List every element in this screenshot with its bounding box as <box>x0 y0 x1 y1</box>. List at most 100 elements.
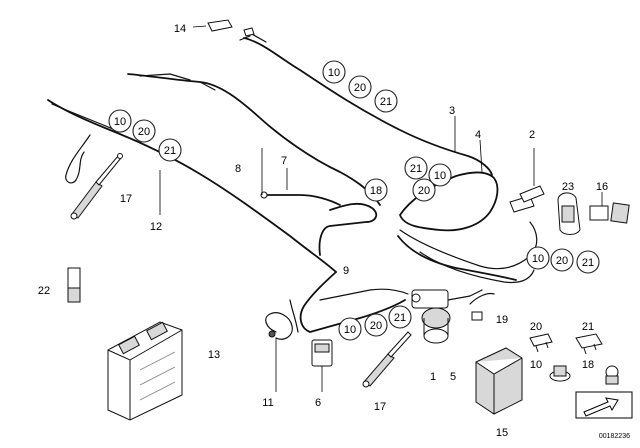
harness-upper-long <box>127 73 381 206</box>
part-number-p19: 19 <box>496 314 508 326</box>
circled-number-text: 10 <box>328 67 340 79</box>
part-number-p16: 16 <box>596 181 608 193</box>
clip-part-20 <box>529 333 553 353</box>
part-number-p3: 3 <box>449 105 455 117</box>
circled-number-text: 18 <box>370 185 382 197</box>
circled-number-c21b: 21 <box>374 89 398 113</box>
grommet-part-10 <box>549 365 571 382</box>
harness-upper-branch <box>139 73 216 91</box>
clip-part-21 <box>575 333 603 355</box>
cover-part-15 <box>475 347 523 415</box>
circled-number-c20c: 20 <box>412 178 436 202</box>
direction-arrow-icon <box>575 391 633 419</box>
circled-number-c20a: 20 <box>132 119 156 143</box>
part-number-p12: 12 <box>150 221 162 233</box>
circled-number-text: 20 <box>556 255 568 267</box>
circled-number-text: 21 <box>582 257 594 269</box>
circled-number-c20e: 20 <box>364 313 388 337</box>
circled-number-c21c: 21 <box>404 156 428 180</box>
part-number-p13: 13 <box>208 349 220 361</box>
circled-number-text: 10 <box>434 170 446 182</box>
reference-circle <box>526 246 550 270</box>
harness-lower-loop <box>397 235 517 281</box>
switch-part-16 <box>589 192 630 224</box>
control-unit-part-13 <box>107 321 183 421</box>
part-number-p4: 4 <box>475 129 481 141</box>
circled-number-c18: 18 <box>364 178 388 202</box>
circled-number-text: 20 <box>370 320 382 332</box>
circled-number-c20b: 20 <box>348 75 372 99</box>
part-number-p6: 6 <box>315 397 321 409</box>
reference-circle <box>428 163 452 187</box>
part-number-p21b: 21 <box>582 321 594 333</box>
circled-number-text: 21 <box>380 96 392 108</box>
harness-line-3 <box>243 37 493 176</box>
reference-circle <box>322 60 346 84</box>
reference-code: 00182236 <box>599 433 630 440</box>
circled-number-text: 10 <box>532 253 544 265</box>
circled-number-text: 21 <box>394 312 406 324</box>
pump-part-1 <box>411 289 483 344</box>
part-number-p22: 22 <box>38 285 50 297</box>
part-number-p5: 5 <box>450 371 456 383</box>
leader-4 <box>479 139 483 173</box>
part-number-p17b: 17 <box>374 401 386 413</box>
circled-number-text: 10 <box>114 116 126 128</box>
reference-circle <box>108 109 132 133</box>
sensor-part-19 <box>469 292 495 321</box>
reference-circle <box>374 89 398 113</box>
harness-line-9-inner <box>319 288 409 301</box>
reference-circle <box>388 305 412 329</box>
harness-mid <box>318 202 378 256</box>
pigtail-left <box>65 134 91 184</box>
part-number-p14: 14 <box>174 23 186 35</box>
reference-circle <box>364 313 388 337</box>
circled-number-c20d: 20 <box>550 248 574 272</box>
circled-number-c10d: 10 <box>526 246 550 270</box>
harness-line-12 <box>47 99 337 273</box>
pigtail-part-11 <box>265 299 299 340</box>
circled-number-text: 21 <box>410 163 422 175</box>
harness-line-9 <box>299 271 406 333</box>
circled-number-c10c: 10 <box>428 163 452 187</box>
circled-number-text: 20 <box>354 82 366 94</box>
gas-strut-left <box>70 153 123 220</box>
reference-circle <box>132 119 156 143</box>
reference-circle <box>158 138 182 162</box>
connector-part-14 <box>192 19 233 32</box>
part-number-p18b: 18 <box>582 359 594 371</box>
part-number-p8: 8 <box>235 163 241 175</box>
part-number-p9: 9 <box>343 265 349 277</box>
circled-number-c21a: 21 <box>158 138 182 162</box>
reference-circle <box>404 156 428 180</box>
reference-circle <box>412 178 436 202</box>
part-number-p20b: 20 <box>530 321 542 333</box>
circled-number-c21d: 21 <box>576 250 600 274</box>
harness-lower-loop-2 <box>419 251 535 284</box>
reference-circle <box>348 75 372 99</box>
reference-circle <box>364 178 388 202</box>
harness-line-4-branch <box>399 221 538 270</box>
reference-circle <box>550 248 574 272</box>
circled-number-text: 20 <box>418 185 430 197</box>
reference-circle <box>576 250 600 274</box>
circled-reference-group: 10 20 21 10 20 21 21 10 20 18 10 20 21 10 20 21 <box>108 60 600 341</box>
part-number-p23: 23 <box>562 181 574 193</box>
part-number-p1: 1 <box>430 371 436 383</box>
circled-number-text: 21 <box>164 145 176 157</box>
part-number-p10b: 10 <box>530 359 542 371</box>
circled-number-c10a: 10 <box>108 109 132 133</box>
part-number-p2: 2 <box>529 129 535 141</box>
relay-part-6 <box>311 339 333 367</box>
circled-number-c21e: 21 <box>388 305 412 329</box>
circled-number-text: 10 <box>344 324 356 336</box>
bracket-part-23 <box>557 192 581 235</box>
gas-strut-bottom <box>362 331 412 388</box>
fuse-part-22 <box>67 267 81 303</box>
part-number-p11: 11 <box>262 397 273 409</box>
circled-number-c10e: 10 <box>338 317 362 341</box>
circled-number-c10b: 10 <box>322 60 346 84</box>
part-number-p15: 15 <box>496 427 508 439</box>
